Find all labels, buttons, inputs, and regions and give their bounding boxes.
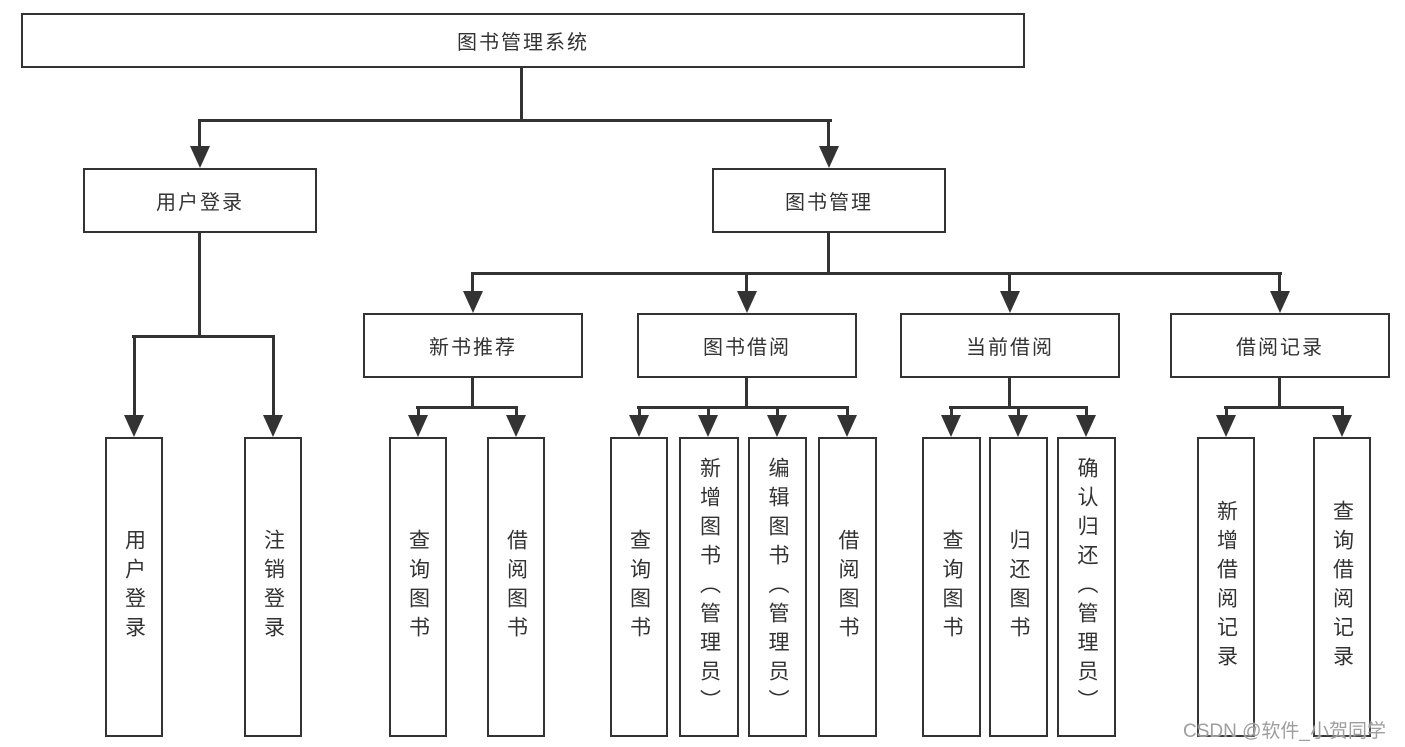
node-book-management: 图书管理: [712, 168, 946, 233]
node-borrow-records: 借阅记录: [1170, 313, 1390, 378]
connector-drop: [1008, 273, 1011, 295]
node-label: 图书借阅: [703, 337, 791, 359]
leaf-user-login: 用户登录: [105, 437, 163, 737]
connector-drop: [776, 406, 779, 418]
leaf-confirm-return-admin: 确认归还（管理员）: [1057, 437, 1116, 737]
node-label: 借阅图书: [504, 529, 528, 645]
arrow-down-icon: [698, 415, 718, 437]
connector-drop: [1278, 273, 1281, 295]
connector-drop-user-login: [198, 119, 201, 149]
node-label: 确认归还（管理员）: [1075, 456, 1098, 718]
node-root-system: 图书管理系统: [21, 13, 1025, 68]
node-label: 用户登录: [122, 529, 146, 645]
connector-level3-rail: [471, 272, 1282, 275]
node-label: 借阅图书: [836, 529, 859, 645]
connector-user-login-stem: [198, 233, 201, 338]
connector-stem: [1008, 378, 1011, 409]
connector-drop-book-mgmt: [827, 119, 830, 149]
node-label: 用户登录: [156, 192, 244, 214]
connector-user-login-rail: [132, 335, 275, 338]
connector-rail: [637, 406, 849, 409]
node-label: 图书管理系统: [457, 32, 589, 54]
leaf-logout: 注销登录: [244, 437, 302, 737]
node-label: 新增借阅记录: [1214, 500, 1238, 674]
arrow-down-icon: [1008, 415, 1028, 437]
connector-stem: [745, 378, 748, 409]
connector-stem: [471, 378, 474, 409]
arrow-down-icon: [263, 415, 283, 437]
arrow-down-icon: [1076, 415, 1096, 437]
leaf-query-books: 查询图书: [922, 437, 981, 737]
node-book-borrowing: 图书借阅: [637, 313, 857, 378]
connector-drop: [515, 406, 518, 418]
node-label: 注销登录: [261, 529, 285, 645]
arrow-down-icon: [1270, 291, 1290, 313]
arrow-down-icon: [767, 415, 787, 437]
connector-drop: [707, 406, 710, 418]
connector-drop: [471, 273, 474, 295]
node-label: 归还图书: [1007, 529, 1030, 645]
node-label: 查询图书: [406, 529, 430, 645]
node-label: 图书管理: [785, 192, 873, 214]
connector-rail: [1224, 406, 1344, 409]
connector-level2-rail: [198, 119, 832, 122]
connector-drop: [1085, 406, 1088, 418]
arrow-down-icon: [819, 146, 839, 168]
connector-root-stem: [520, 68, 523, 121]
node-user-login: 用户登录: [83, 168, 317, 233]
csdn-watermark: CSDN @软件_小贺同学: [1183, 721, 1386, 742]
connector-drop: [133, 336, 136, 418]
arrow-down-icon: [506, 415, 526, 437]
node-label: 当前借阅: [966, 337, 1054, 359]
node-label: 编辑图书（管理员）: [766, 456, 789, 718]
leaf-add-borrow-record: 新增借阅记录: [1197, 437, 1255, 737]
arrow-down-icon: [124, 415, 144, 437]
node-label: 查询借阅记录: [1330, 500, 1354, 674]
arrow-down-icon: [463, 291, 483, 313]
connector-book-mgmt-stem: [827, 233, 830, 275]
leaf-add-books-admin: 新增图书（管理员）: [679, 437, 739, 737]
leaf-borrow-books: 借阅图书: [487, 437, 545, 737]
arrow-down-icon: [629, 415, 649, 437]
leaf-query-borrow-record: 查询借阅记录: [1313, 437, 1371, 737]
connector-drop: [1017, 406, 1020, 418]
connector-rail: [416, 406, 518, 409]
connector-stem: [1278, 378, 1281, 409]
leaf-borrow-books: 借阅图书: [818, 437, 877, 737]
connector-drop: [1225, 406, 1228, 418]
node-label: 新书推荐: [429, 337, 517, 359]
arrow-down-icon: [1000, 291, 1020, 313]
connector-drop: [272, 336, 275, 418]
connector-drop: [846, 406, 849, 418]
leaf-query-books: 查询图书: [389, 437, 447, 737]
node-label: 查询图书: [627, 529, 651, 645]
connector-drop: [1341, 406, 1344, 418]
node-label: 借阅记录: [1236, 337, 1324, 359]
node-current-borrowing: 当前借阅: [900, 313, 1120, 378]
leaf-query-books: 查询图书: [610, 437, 668, 737]
node-label: 查询图书: [940, 529, 963, 645]
connector-drop: [745, 273, 748, 295]
connector-drop: [417, 406, 420, 418]
arrow-down-icon: [837, 415, 857, 437]
arrow-down-icon: [1332, 415, 1352, 437]
arrow-down-icon: [941, 415, 961, 437]
arrow-down-icon: [408, 415, 428, 437]
arrow-down-icon: [190, 146, 210, 168]
connector-drop: [950, 406, 953, 418]
arrow-down-icon: [737, 291, 757, 313]
leaf-return-books: 归还图书: [989, 437, 1048, 737]
node-new-book-recommend: 新书推荐: [363, 313, 583, 378]
leaf-edit-books-admin: 编辑图书（管理员）: [748, 437, 807, 737]
node-label: 新增图书（管理员）: [697, 456, 721, 718]
arrow-down-icon: [1216, 415, 1236, 437]
connector-drop: [638, 406, 641, 418]
